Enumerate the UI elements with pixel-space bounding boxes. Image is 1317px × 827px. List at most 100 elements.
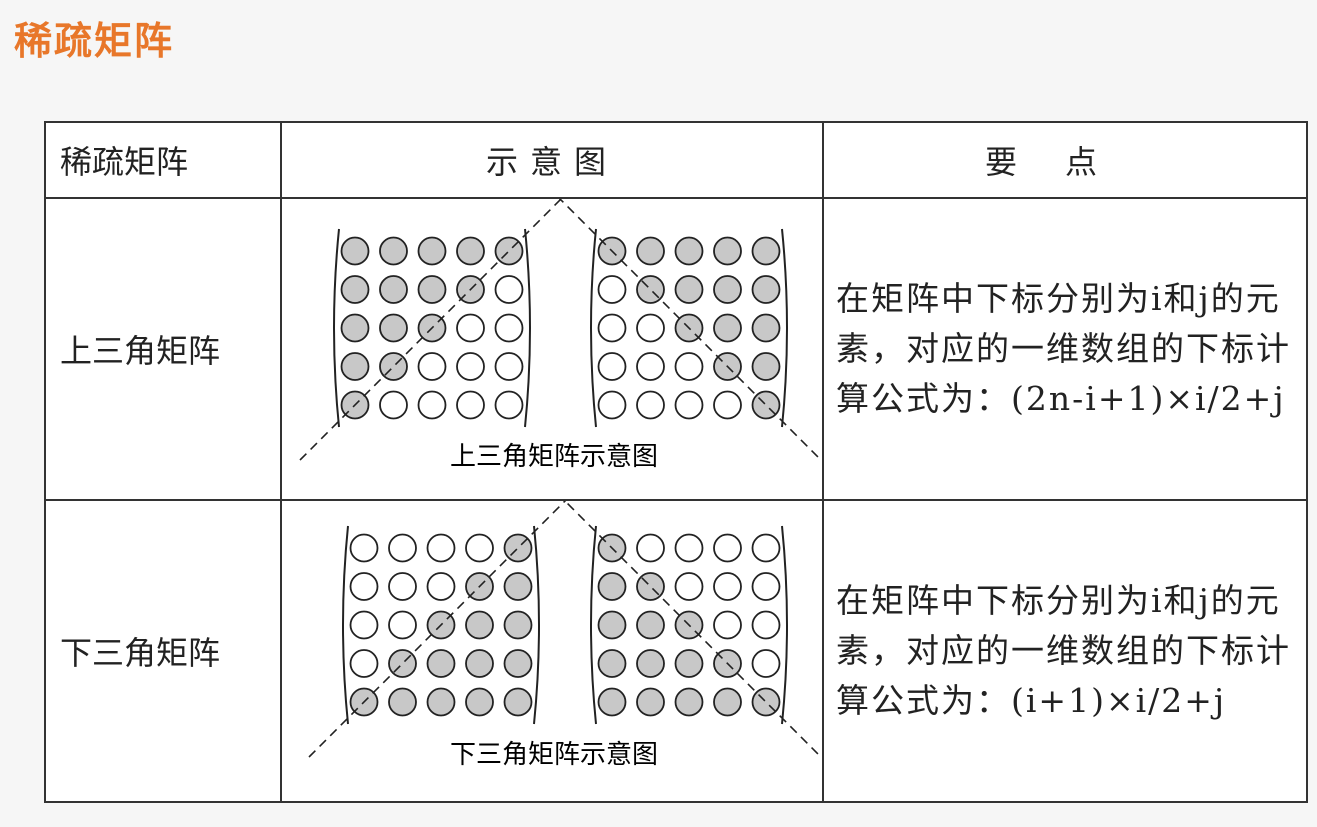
matrix-element — [417, 275, 447, 304]
matrix-element — [340, 275, 370, 304]
matrix-element — [379, 390, 408, 420]
matrix-name: 下三角矩阵 — [44, 499, 282, 803]
diagonal-dashed-line — [563, 501, 822, 758]
matrix-left-bracket — [333, 228, 340, 428]
diagonal-dashed-line — [308, 501, 567, 758]
matrix-element — [597, 649, 627, 678]
matrix-element — [674, 352, 704, 381]
matrix-element — [713, 610, 742, 640]
matrix-right-bracket — [533, 525, 540, 725]
matrix-element — [349, 610, 379, 640]
matrix-element — [349, 572, 379, 601]
matrix-element — [751, 236, 781, 266]
matrix-element — [465, 649, 494, 678]
matrix-element — [636, 649, 665, 678]
matrix-element — [751, 275, 781, 304]
matrix-element — [426, 533, 456, 563]
key-points-text: 在矩阵中下标分别为i和j的元素，对应的一维数组的下标计算公式为：(i+1)×i/… — [822, 499, 1308, 803]
matrix-element — [674, 275, 704, 304]
matrix-element — [494, 390, 524, 420]
matrix-element — [417, 352, 447, 381]
matrix-element — [751, 572, 781, 601]
matrix-element — [417, 236, 447, 266]
matrix-element — [636, 313, 665, 343]
upper-triangular-diagram: 上三角矩阵示意图 — [280, 197, 824, 501]
matrix-element — [713, 572, 742, 601]
table-row: 下三角矩阵 下三角矩阵示意图 在矩阵中下标分别为i和j的元素，对应的一维数组的下… — [44, 499, 1308, 803]
matrix-element — [379, 352, 408, 381]
matrix-element — [388, 687, 417, 717]
matrix-element — [388, 610, 417, 640]
matrix-element — [674, 533, 704, 563]
matrix-element — [456, 390, 485, 420]
header-key-points: 要点 — [822, 121, 1308, 199]
matrix-element — [340, 313, 370, 343]
table-row: 上三角矩阵 上三角矩阵示意图 在矩阵中下标分别为i和j的元素，对应的一维数组的下… — [44, 197, 1308, 501]
sparse-matrix-table: 稀疏矩阵 示意图 要点 上三角矩阵 上三角矩阵示意图 在矩阵中下标分别为i和j的… — [44, 121, 1308, 803]
matrix-element — [674, 649, 704, 678]
matrix-element — [503, 649, 533, 678]
matrix-element — [465, 533, 494, 563]
matrix-element — [636, 236, 665, 266]
matrix-element — [379, 275, 408, 304]
matrix-element — [713, 275, 742, 304]
matrix-element — [713, 687, 742, 717]
matrix-element — [388, 649, 417, 678]
header-diagram: 示意图 — [280, 121, 824, 199]
matrix-name: 上三角矩阵 — [44, 197, 282, 501]
page-title: 稀疏矩阵 — [14, 19, 175, 63]
matrix-element — [713, 313, 742, 343]
matrix-right-bracket — [781, 228, 788, 428]
matrix-left-bracket — [342, 525, 349, 725]
matrix-element — [503, 610, 533, 640]
matrix-element — [379, 313, 408, 343]
matrix-element — [751, 649, 781, 678]
key-points-text: 在矩阵中下标分别为i和j的元素，对应的一维数组的下标计算公式为：(2n-i+1)… — [822, 197, 1308, 501]
matrix-element — [713, 236, 742, 266]
matrix-element — [494, 275, 524, 304]
matrix-element — [751, 352, 781, 381]
matrix-element — [597, 275, 627, 304]
lower-triangular-diagram: 下三角矩阵示意图 — [280, 499, 824, 803]
matrix-element — [456, 236, 485, 266]
matrix-element — [713, 533, 742, 563]
upper-triangular-svg: 上三角矩阵示意图 — [299, 199, 822, 472]
matrix-element — [597, 313, 627, 343]
matrix-element — [379, 236, 408, 266]
matrix-element — [713, 390, 742, 420]
matrix-element — [494, 352, 524, 381]
matrix-element — [597, 572, 627, 601]
diagram-caption: 上三角矩阵示意图 — [450, 442, 658, 472]
matrix-element — [636, 610, 665, 640]
matrix-element — [426, 572, 456, 601]
matrix-element — [597, 352, 627, 381]
diagram-caption: 下三角矩阵示意图 — [450, 740, 658, 770]
matrix-element — [340, 352, 370, 381]
matrix-element — [597, 610, 627, 640]
matrix-element — [388, 572, 417, 601]
matrix-element — [340, 236, 370, 266]
matrix-element — [597, 687, 627, 717]
diagonal-dashed-line — [299, 199, 563, 461]
matrix-element — [465, 687, 494, 717]
matrix-element — [636, 572, 665, 601]
header-matrix-type: 稀疏矩阵 — [44, 121, 282, 199]
lower-triangular-svg: 下三角矩阵示意图 — [308, 501, 822, 770]
matrix-element — [349, 533, 379, 563]
matrix-element — [636, 390, 665, 420]
matrix-element — [456, 313, 485, 343]
matrix-element — [636, 687, 665, 717]
matrix-right-bracket — [524, 228, 531, 428]
matrix-element — [674, 390, 704, 420]
matrix-left-bracket — [590, 228, 597, 428]
table-header-row: 稀疏矩阵 示意图 要点 — [44, 121, 1308, 199]
matrix-element — [674, 572, 704, 601]
matrix-element — [751, 533, 781, 563]
matrix-element — [349, 649, 379, 678]
matrix-element — [751, 313, 781, 343]
matrix-left-bracket — [590, 525, 597, 725]
matrix-element — [417, 390, 447, 420]
matrix-element — [503, 687, 533, 717]
matrix-element — [636, 533, 665, 563]
matrix-right-bracket — [781, 525, 788, 725]
